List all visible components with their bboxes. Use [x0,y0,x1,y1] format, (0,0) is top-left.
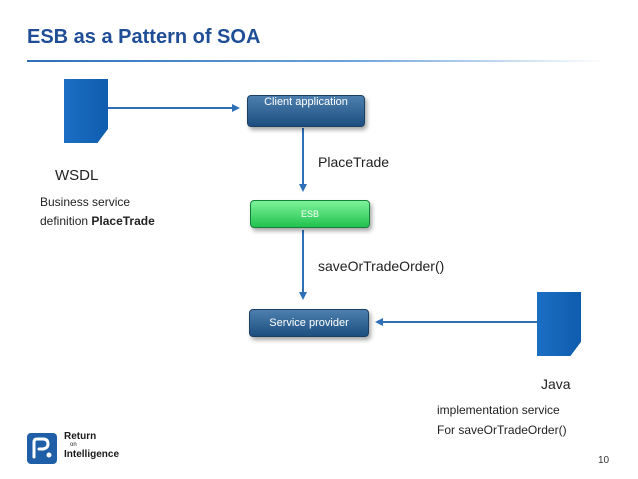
wsdl-document-icon [64,79,108,143]
java-label: Java [541,376,571,392]
implementation-service-label: implementation service [437,403,560,417]
title-underline [27,60,607,62]
business-service-label: Business service [40,195,131,209]
client-application-box: Client application [247,95,365,127]
service-provider-box: Service provider [249,309,369,337]
page-number: 10 [598,455,610,466]
logo-line-intelligence: Intelligence [64,449,120,460]
logo-line-return: Return [64,431,97,442]
placetrade-bold: PlaceTrade [91,214,155,228]
logo-line-on: on [70,442,77,448]
placetrade-call-label: PlaceTrade [318,154,390,170]
definition-word: definition [40,214,89,228]
slide-title: ESB as a Pattern of SOA [27,26,261,48]
return-on-intelligence-logo-icon [27,433,57,464]
save-or-trade-call-label: saveOrTradeOrder() [318,258,445,274]
business-service-definition-label: definition PlaceTrade [40,214,155,228]
logo-wordmark: Return on Intelligence [64,431,119,460]
esb-box: ESB [250,200,370,228]
wsdl-label: WSDL [55,167,99,184]
implementation-method-label: For saveOrTradeOrder() [437,423,567,437]
java-document-icon [537,292,581,356]
